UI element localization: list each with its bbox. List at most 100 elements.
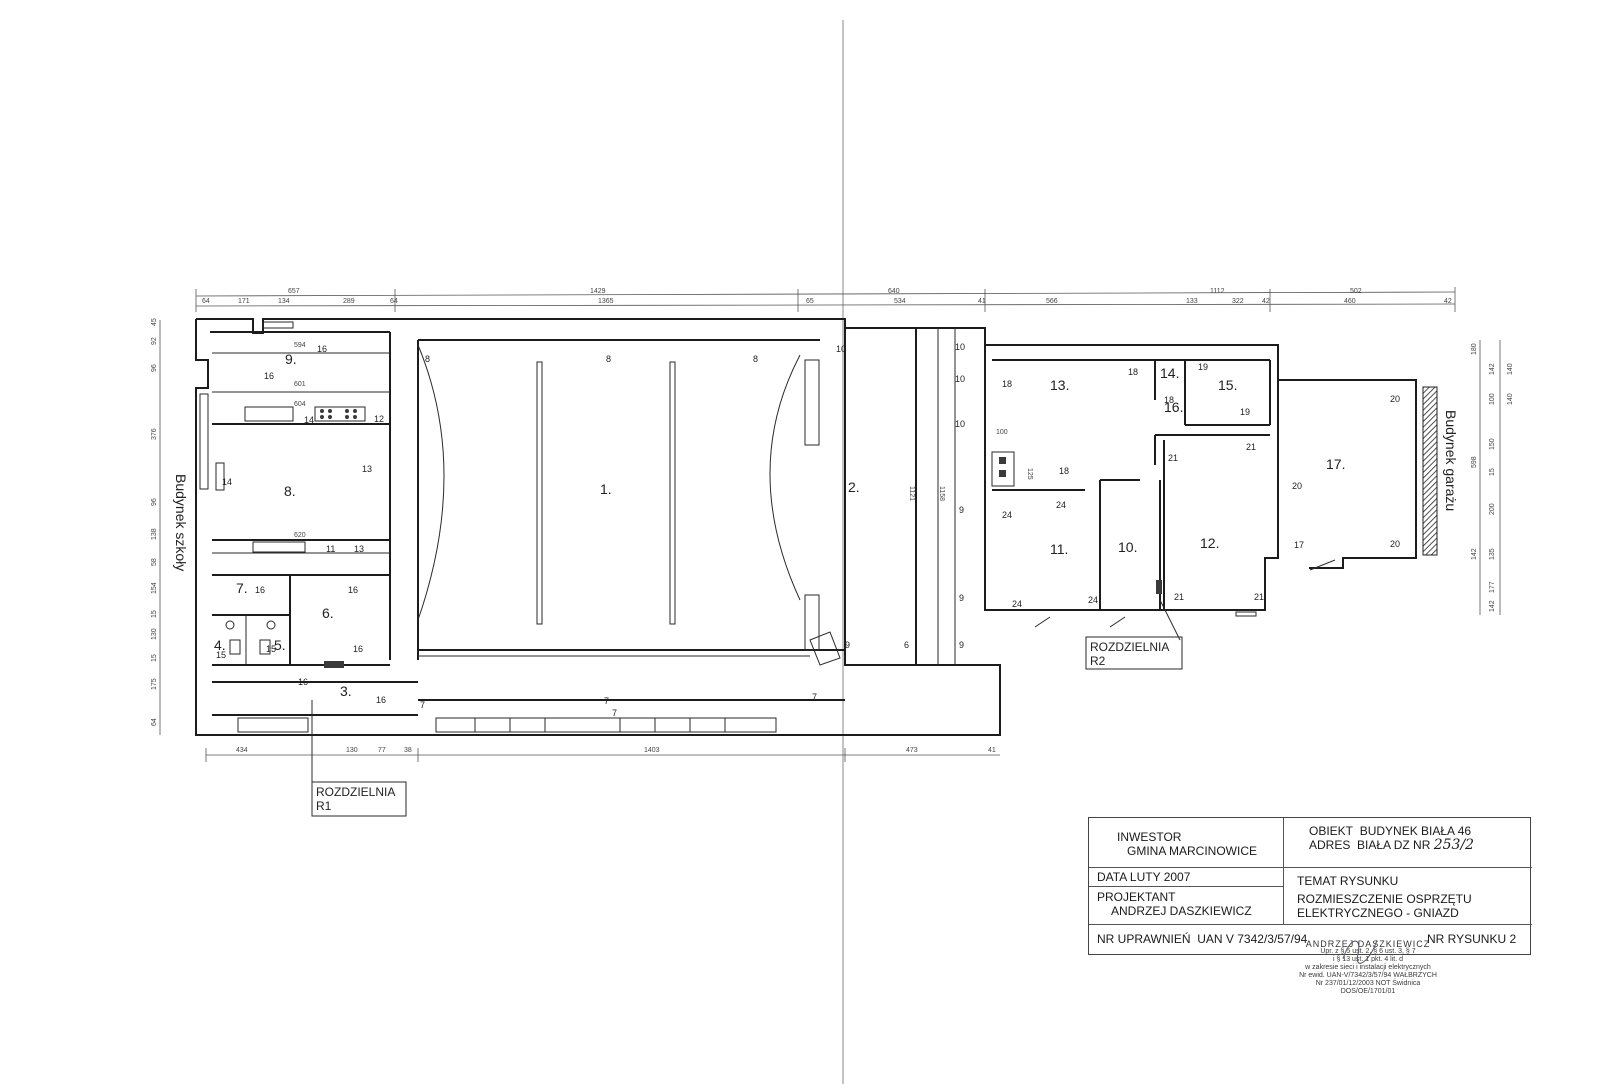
dimension-label: 96 <box>151 498 158 506</box>
dimension-label: 473 <box>906 747 918 754</box>
outlet-marker: 16 <box>376 695 386 705</box>
dimension-label: 376 <box>151 428 158 440</box>
dimension-label: 1112 <box>1210 288 1225 295</box>
dimension-label: 130 <box>346 747 358 754</box>
outlet-marker: 18 <box>1059 466 1069 476</box>
dimension-label: 42 <box>1444 298 1452 305</box>
dimension-label: 598 <box>1471 456 1478 468</box>
dimension-label: 135 <box>1489 548 1496 560</box>
switchboard-r2-callout: ROZDZIELNIA R2 <box>1085 636 1183 670</box>
outlet-marker: 21 <box>1174 592 1184 602</box>
room-label: 13. <box>1050 377 1069 393</box>
outlet-marker: 16 <box>317 344 327 354</box>
inner-dim: 1158 <box>938 486 945 501</box>
outlet-marker: 16 <box>298 677 308 687</box>
room-label: 1. <box>600 481 612 497</box>
dimension-label: 1365 <box>598 298 614 305</box>
room-label: 15. <box>1218 377 1237 393</box>
stamp-line: DOS/OE/1701/01 <box>1340 988 1396 995</box>
room-label: 12. <box>1200 535 1219 551</box>
address-value: BIAŁA DZ NR <box>1357 838 1431 852</box>
title-block: INWESTOR GMINA MARCINOWICE OBIEKT BUDYNE… <box>1088 817 1532 955</box>
outlet-marker: 14 <box>222 477 232 487</box>
inner-dim: 1121 <box>908 486 915 501</box>
outlet-marker: 14 <box>304 415 314 425</box>
outlet-marker: 19 <box>1198 362 1208 372</box>
dimension-label: 96 <box>151 364 158 372</box>
dimension-label: 41 <box>978 298 986 305</box>
dimension-label: 1403 <box>644 747 660 754</box>
dimension-label: 64 <box>202 298 210 305</box>
outlet-marker: 8 <box>425 354 430 364</box>
dimension-lines <box>159 287 1501 762</box>
outlet-marker: 8 <box>606 354 611 364</box>
dimension-label: 142 <box>1471 548 1478 560</box>
outlet-marker: 9 <box>959 593 964 603</box>
dimension-label: 134 <box>278 298 290 305</box>
designer-stamp: ANDRZEJ DASZKIEWICZ Upr. z § 5 ust. 2, §… <box>1288 940 1448 996</box>
dimension-label: 175 <box>151 678 158 690</box>
subject-line-1: ROZMIESZCZENIE OSPRZĘTU <box>1297 892 1472 906</box>
outlet-marker: 24 <box>1002 510 1012 520</box>
room-label: 2. <box>848 479 860 495</box>
dimension-label: 38 <box>404 747 412 754</box>
dimension-label: 142 <box>1489 600 1496 612</box>
dimension-label: 177 <box>1489 581 1496 593</box>
dimension-label: 138 <box>151 528 158 540</box>
outlet-marker: 13 <box>354 544 364 554</box>
outlet-marker: 12 <box>374 414 384 424</box>
license-label: NR UPRAWNIEŃ <box>1097 932 1191 946</box>
outlet-marker: 7 <box>420 700 425 710</box>
outlet-marker: 21 <box>1246 442 1256 452</box>
outlet-marker: 9 <box>959 640 964 650</box>
room-label: 10. <box>1118 539 1137 555</box>
stamp-line: w zakresie sieci i instalacji elektryczn… <box>1305 964 1431 971</box>
license-cell: NR UPRAWNIEŃ UAN V 7342/3/57/94 <box>1097 932 1307 946</box>
outlet-marker: 19 <box>1240 407 1250 417</box>
room-label: 6. <box>322 605 334 621</box>
outlet-marker: 18 <box>1164 395 1174 405</box>
outlet-marker: 10 <box>955 374 965 384</box>
room-label: 9. <box>285 351 297 367</box>
dimension-label: 200 <box>1489 503 1496 515</box>
stamp-line: i § 13 ust. 1 pkt. 4 lit. d <box>1332 956 1404 963</box>
outlet-marker: 10 <box>955 419 965 429</box>
dimension-label: 140 <box>1507 363 1514 375</box>
svg-text:ROZDZIELNIA: ROZDZIELNIA <box>1090 640 1169 654</box>
dimension-label: 45 <box>151 318 158 326</box>
inner-dim: 100 <box>996 429 1008 436</box>
date-label: DATA <box>1097 870 1127 884</box>
stamp-name: ANDRZEJ DASZKIEWICZ <box>1305 939 1431 949</box>
dimension-label: 322 <box>1232 298 1244 305</box>
designer-value: ANDRZEJ DASZKIEWICZ <box>1111 904 1252 918</box>
garage-building-label: Budynek garażu <box>1443 410 1459 511</box>
outlet-marker: 20 <box>1390 539 1400 549</box>
signature-scribble <box>1342 939 1378 964</box>
date-cell: DATA LUTY 2007 <box>1097 870 1190 884</box>
subject-line-2: ELEKTRYCZNEGO - GNIAZD <box>1297 906 1459 920</box>
switchboard-r1-callout: ROZDZIELNIA R1 <box>311 781 407 817</box>
object-value: BUDYNEK BIAŁA 46 <box>1359 824 1472 838</box>
stamp-line: Nr 237/01/12/2003 NOT Świdnica <box>1315 980 1421 987</box>
outlet-marker: 10 <box>836 344 846 354</box>
stamp-line: Upr. z § 5 ust. 2, § 6 ust. 3, § 7 <box>1320 948 1416 955</box>
svg-text:R1: R1 <box>316 799 332 813</box>
garage-wall-hatch <box>1422 386 1438 556</box>
dimension-label: 41 <box>988 747 996 754</box>
object-cell: OBIEKT BUDYNEK BIAŁA 46 ADRES BIAŁA DZ N… <box>1309 824 1474 852</box>
outlet-marker: 21 <box>1168 453 1178 463</box>
switchboard-r1-mark <box>324 661 344 668</box>
room-label: 7. <box>236 580 248 596</box>
stamp-line: Nr ewid. UAN-V/7342/3/57/94 WAŁBRZYCH <box>1299 972 1437 979</box>
outlet-marker: 24 <box>1056 500 1066 510</box>
inner-dimension-labels: 594 601 604 620 100 125 1121 1158 <box>294 342 1033 539</box>
inner-dim: 604 <box>294 401 306 408</box>
dimension-label: 640 <box>888 288 900 295</box>
dimension-label: 289 <box>343 298 355 305</box>
outlet-marker: 20 <box>1292 481 1302 491</box>
room-label: 5. <box>274 637 286 653</box>
designer-cell: PROJEKTANT ANDRZEJ DASZKIEWICZ <box>1097 890 1252 918</box>
outlet-marker: 7 <box>604 696 609 706</box>
address-handwritten: 253/2 <box>1433 837 1475 853</box>
